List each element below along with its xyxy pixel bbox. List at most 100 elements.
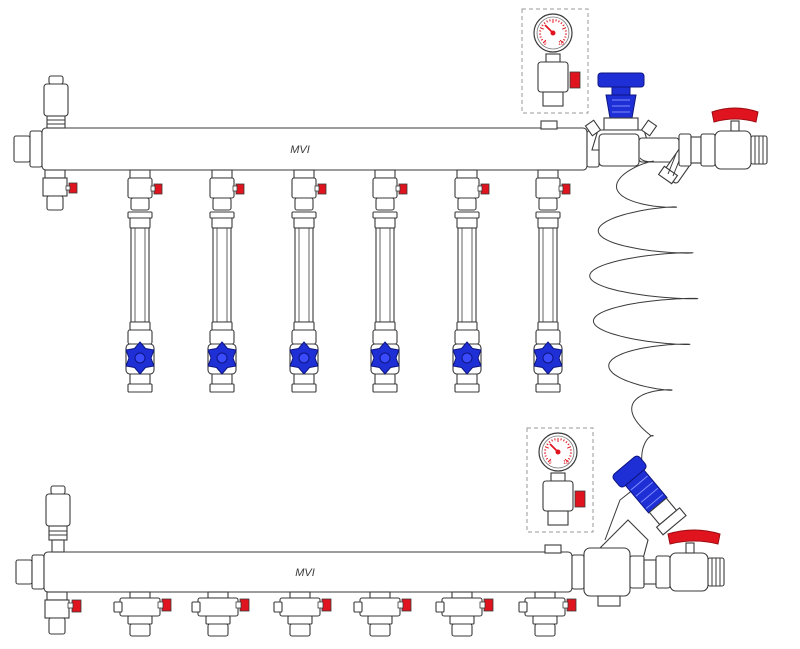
flow-meter-icon [130,170,150,178]
return-valve-nut [368,616,392,624]
gauge-tick [545,456,547,457]
return-end-nut [32,555,44,589]
return-valve-nut [128,616,152,624]
outlet-pipe [213,228,231,322]
supply-air-vent-icon [44,76,68,128]
return-outlet-2 [192,592,249,636]
gauge-scale-min: 0 [544,41,547,47]
return-valve-side-port [114,602,122,612]
lockshield-valve-nut [455,384,479,392]
tail-nut-body [457,218,477,228]
return-valve-body [360,598,400,616]
lockshield-knob-center [135,353,145,363]
lockshield-valve-lower [130,374,150,384]
return-union-nut-c [656,556,670,588]
return-manifold-logo: MVI [295,567,315,579]
flow-meter-body [210,178,234,198]
gauge-hub [556,450,561,455]
return-valve-neck [535,592,555,598]
return-ball-valve-icon [668,530,724,591]
tail-nut-top [128,212,152,218]
gauge-hub [551,31,556,36]
supply-outlet-4 [371,170,407,392]
lockshield-valve-lower [375,374,395,384]
supply-inlet-assembly [585,73,767,184]
supply-outlets [126,170,570,392]
outlet-pipe [295,228,313,322]
tail-nut-body [375,218,395,228]
return-valve-side-port [519,602,527,612]
tail-nut-top [536,212,560,218]
lockshield-knob-center [380,353,390,363]
gauge-scale-max: 10 [563,460,569,466]
outlet-pipe [458,228,476,322]
outlet-pipe [376,228,394,322]
supply-union-b [691,137,701,163]
lockshield-valve-nut [373,384,397,392]
return-union-nut-a [630,556,644,588]
return-outlet-4 [354,592,411,636]
upper-gauge-valve [538,62,568,92]
return-valve-neck [452,592,472,598]
flow-meter-red-stem [478,186,482,191]
upper-gauge-stem [546,54,560,62]
return-valve-red-stem [480,602,485,608]
tail-nut-top [455,212,479,218]
tail-nut-body [294,218,314,228]
return-outlets [114,592,576,636]
lockshield-valve-lower [294,374,314,384]
return-valve-nut [288,616,312,624]
flow-meter-lower [131,198,149,210]
flow-meter-lower [376,198,394,210]
tail-nut-body [130,218,150,228]
supply-outlet-1 [126,170,162,392]
return-valve-body [198,598,238,616]
lockshield-knob-center [217,353,227,363]
gauge-tick [564,37,566,38]
return-valve-tail [290,624,310,636]
return-outlet-3 [274,592,331,636]
flow-meter-red-stem [396,186,400,191]
return-valve-red-stem [318,602,323,608]
lower-gauge-fitting [548,511,568,525]
lockshield-valve-nut [210,384,234,392]
return-valve-nut [533,616,557,624]
return-right-nut [572,555,584,589]
lockshield-valve-nut [536,384,560,392]
return-valve-red-stem [563,602,568,608]
return-outlet-1 [114,592,171,636]
return-valve-tail [535,624,555,636]
flow-meter-lower [295,198,313,210]
return-valve-side-port [436,602,444,612]
supply-union-nut-a [679,134,691,166]
supply-manifold: MVI [14,76,599,392]
lockshield-knob-center [543,353,553,363]
supply-outlet-3 [290,170,326,392]
tail-nut-lower [294,322,314,330]
supply-union-nut-c [701,134,715,166]
flow-meter-red-stem [315,186,319,191]
flow-meter-body [536,178,560,198]
flow-meter-red-stem [151,186,155,191]
return-union-b [644,560,656,584]
outlet-pipe [131,228,149,322]
supply-outlet-5 [453,170,489,392]
return-valve-body [442,598,482,616]
supply-manifold-bar [42,128,587,170]
supply-end-cap [14,136,30,162]
upper-gauge-red-handle [570,72,580,88]
return-top-plug [545,545,561,553]
flow-meter-red-stem [559,186,563,191]
return-valve-body [584,548,630,596]
return-valve-neck [290,592,310,598]
return-valve-tail [208,624,228,636]
return-valve-tail [452,624,472,636]
return-valve-neck [208,592,228,598]
return-valve-side-port [192,602,200,612]
lockshield-valve-lower [212,374,232,384]
tail-nut-lower [538,322,558,330]
